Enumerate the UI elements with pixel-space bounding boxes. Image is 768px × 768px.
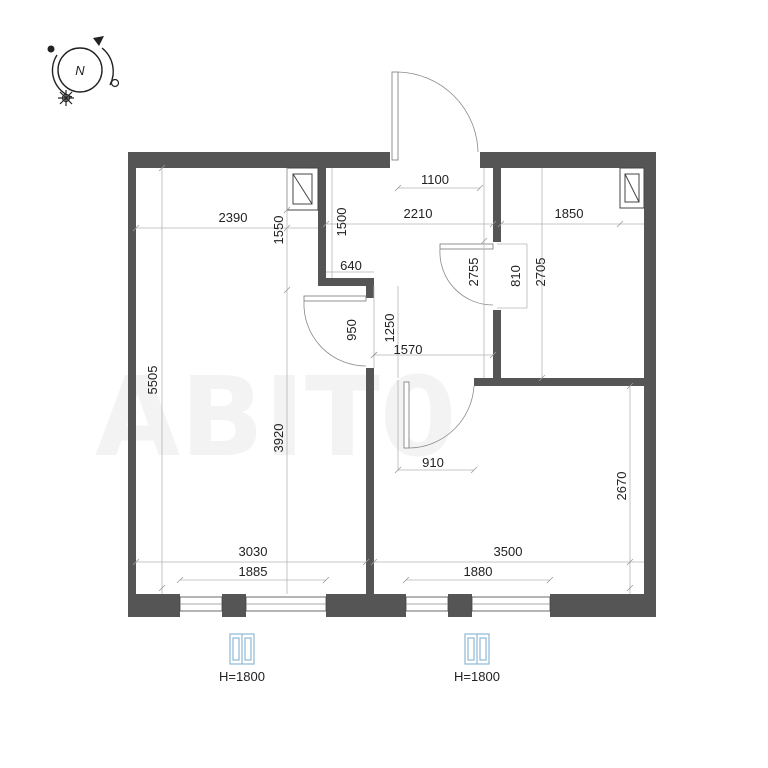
wall-closet-stub (366, 278, 374, 298)
dim-room1-upper-depth: 1550 (271, 216, 286, 245)
dim-room1-lower-depth: 3920 (271, 424, 286, 453)
watermark: ABIT0 (95, 353, 456, 481)
dim-entry-door: 1100 (421, 172, 449, 187)
window-pier-2 (448, 594, 472, 617)
wall-bath-upper (493, 168, 501, 242)
wall-top-left (128, 152, 390, 168)
window-height-label-1: H=1800 (219, 669, 265, 684)
dim-door-950: 950 (344, 319, 359, 341)
dim-hall-width: 2210 (404, 206, 433, 221)
dim-door-1250: 1250 (382, 314, 397, 343)
door-room2 (403, 381, 475, 449)
wall-left (128, 152, 136, 617)
wall-bottom-3 (550, 594, 656, 617)
dim-room2-depth: 2670 (614, 472, 629, 501)
wall-top-right (480, 152, 656, 168)
compass-icon: N (47, 36, 120, 106)
dim-room1-upper-width: 2390 (219, 210, 248, 225)
dim-corridor: 1570 (394, 342, 423, 357)
sun-icon (58, 90, 74, 106)
dim-hall-1500: 1500 (334, 208, 349, 237)
riser-right (619, 167, 645, 209)
dimension-lines (132, 164, 644, 594)
window-icon (229, 633, 255, 665)
wall-bath-lower (493, 310, 501, 386)
dim-door-910: 910 (422, 455, 444, 470)
dim-room2-width: 3500 (494, 544, 523, 559)
wall-closet-vertical (318, 168, 326, 286)
dim-bath-2755: 2755 (466, 258, 481, 287)
dim-bath-2705: 2705 (533, 258, 548, 287)
compass-north-label: N (75, 63, 85, 78)
riser-left (286, 167, 319, 211)
dim-room1-width: 3030 (239, 544, 268, 559)
window-room1 (179, 596, 327, 612)
dim-bath-width: 1850 (555, 206, 584, 221)
dim-closet-depth: 640 (340, 258, 362, 273)
dim-room1-total-depth: 5505 (145, 366, 160, 395)
entry-door (391, 71, 479, 161)
wall-bath-bottom (474, 378, 652, 386)
window-room2 (405, 596, 551, 612)
dim-room1-window: 1885 (239, 564, 268, 579)
window-icon (464, 633, 490, 665)
wall-bottom-2 (326, 594, 406, 617)
moon-icon (47, 45, 55, 53)
wall-room-divider (366, 368, 374, 594)
dim-bath-door-810: 810 (508, 265, 523, 287)
wall-closet-bottom (318, 278, 374, 286)
window-pier-1 (222, 594, 246, 617)
door-room1 (303, 295, 367, 367)
wall-bottom-1 (128, 594, 180, 617)
window-height-label-2: H=1800 (454, 669, 500, 684)
dim-room2-window: 1880 (464, 564, 493, 579)
door-bathroom (439, 243, 494, 306)
